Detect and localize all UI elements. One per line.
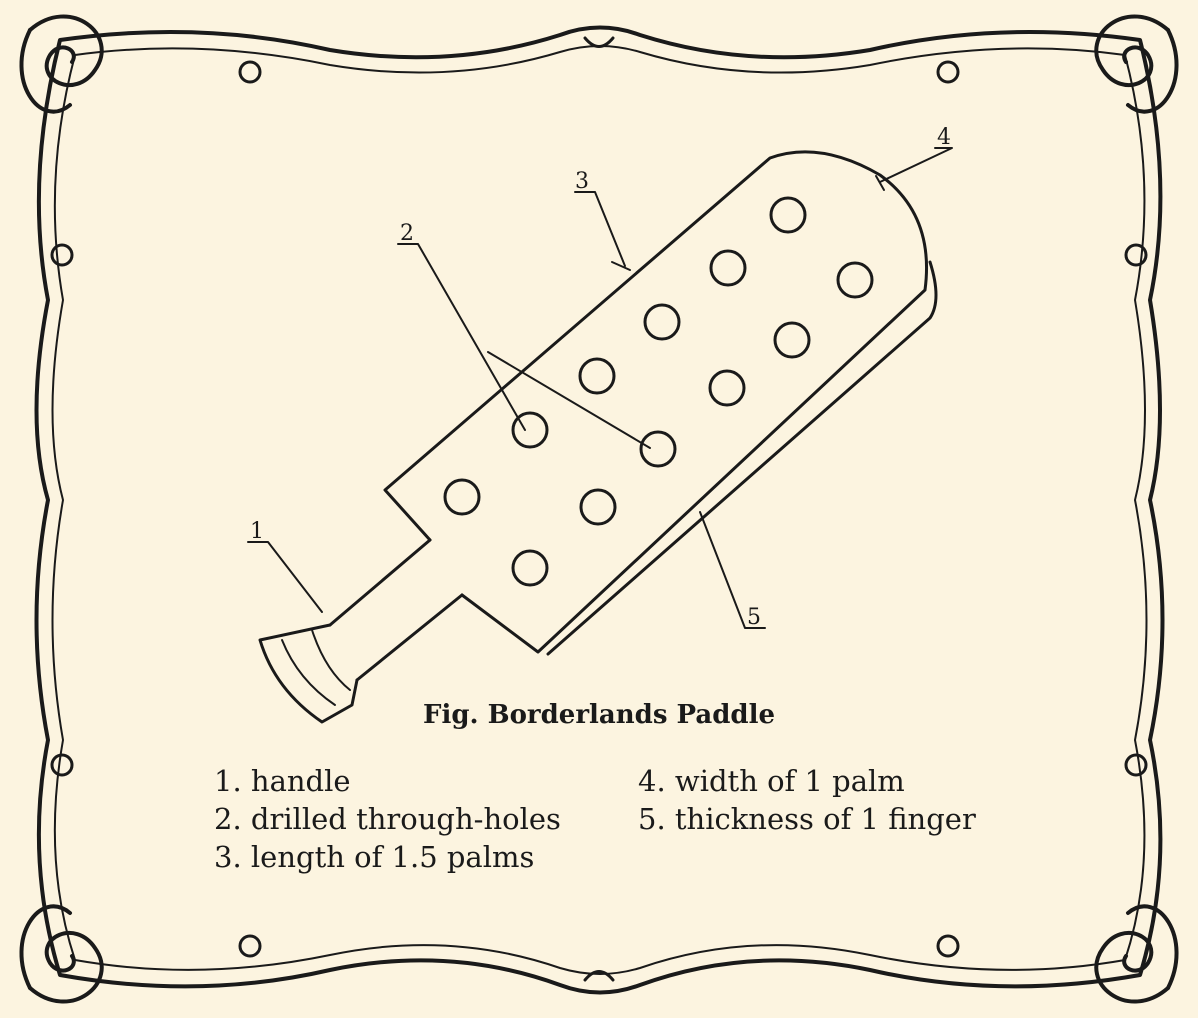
- paddle: [248, 148, 952, 722]
- callout-leaders: [248, 148, 952, 628]
- paddle-blade: [385, 152, 927, 652]
- callout-1: 1: [250, 519, 264, 544]
- legend-right-column: 4. width of 1 palm 5. thickness of 1 fin…: [638, 762, 976, 838]
- legend-item-holes: 2. drilled through-holes: [214, 800, 561, 838]
- callout-5: 5: [747, 605, 761, 630]
- paddle-handle: [330, 540, 462, 680]
- callout-3: 3: [575, 169, 589, 194]
- callout-4: 4: [937, 125, 951, 150]
- legend-item-handle: 1. handle: [214, 762, 561, 800]
- legend-item-thickness: 5. thickness of 1 finger: [638, 800, 976, 838]
- ornamental-frame: [21, 16, 1176, 1001]
- callout-2: 2: [400, 221, 414, 246]
- figure-caption: Fig. Borderlands Paddle: [0, 700, 1198, 730]
- paddle-thickness-edge: [548, 262, 936, 654]
- legend-item-width: 4. width of 1 palm: [638, 762, 976, 800]
- legend-item-length: 3. length of 1.5 palms: [214, 838, 561, 876]
- legend-left-column: 1. handle 2. drilled through-holes 3. le…: [214, 762, 561, 876]
